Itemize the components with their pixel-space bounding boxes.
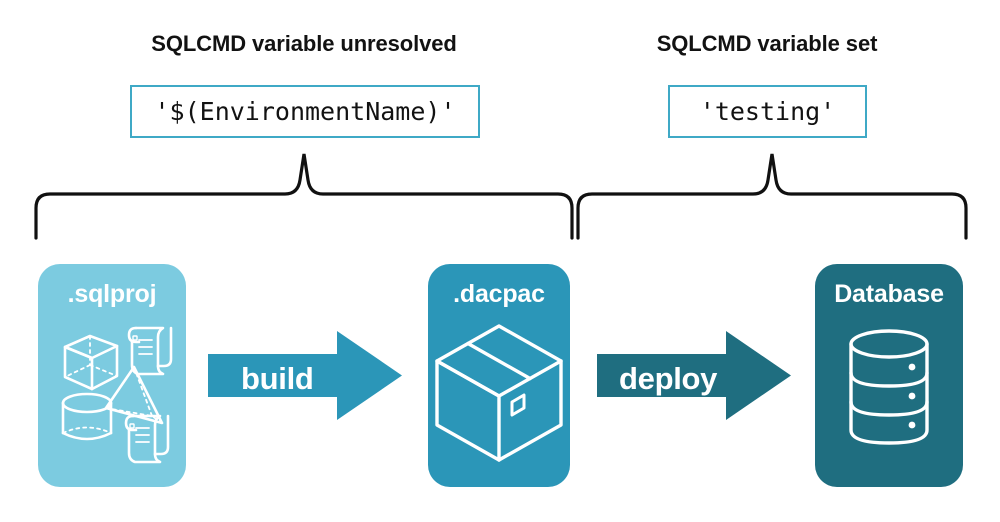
- stage-label-sqlproj: .sqlproj: [67, 280, 157, 308]
- database-cylinder-icon: [849, 329, 929, 445]
- database-cylinder-art: [815, 326, 963, 456]
- pyramid-icon: [104, 365, 164, 425]
- script-scroll-icon-bottom: [124, 414, 170, 464]
- group-heading-set: SQLCMD variable set: [656, 31, 878, 56]
- arrow-right-icon-deploy: [597, 331, 791, 420]
- stage-box-database[interactable]: Database: [815, 264, 963, 487]
- project-objects-art: [38, 320, 186, 464]
- group-heading-unresolved: SQLCMD variable unresolved: [151, 31, 457, 56]
- database-status-dots: [908, 363, 916, 429]
- curly-brace-left: [30, 152, 578, 240]
- code-box-unresolved-value: '$(EnvironmentName)': [130, 85, 480, 138]
- code-value-set: 'testing': [699, 97, 836, 126]
- code-box-set-value: 'testing': [668, 85, 867, 138]
- curly-brace-left-icon: [34, 153, 574, 240]
- cube-icon: [63, 334, 119, 391]
- arrow-right-icon-build: [208, 331, 402, 420]
- stage-box-sqlproj[interactable]: .sqlproj: [38, 264, 186, 487]
- curly-brace-right: [572, 152, 972, 240]
- arrow-deploy: [597, 331, 791, 420]
- package-box-art: [428, 318, 570, 468]
- arrow-build: [208, 331, 402, 420]
- code-value-unresolved: '$(EnvironmentName)': [154, 97, 456, 126]
- stage-label-dacpac: .dacpac: [453, 280, 545, 308]
- cylinder-icon: [61, 392, 113, 441]
- curly-brace-right-icon: [576, 153, 968, 240]
- package-box-icon: [435, 324, 563, 462]
- stage-label-database: Database: [834, 280, 944, 308]
- stage-box-dacpac[interactable]: .dacpac: [428, 264, 570, 487]
- project-objects-icon: [61, 326, 173, 464]
